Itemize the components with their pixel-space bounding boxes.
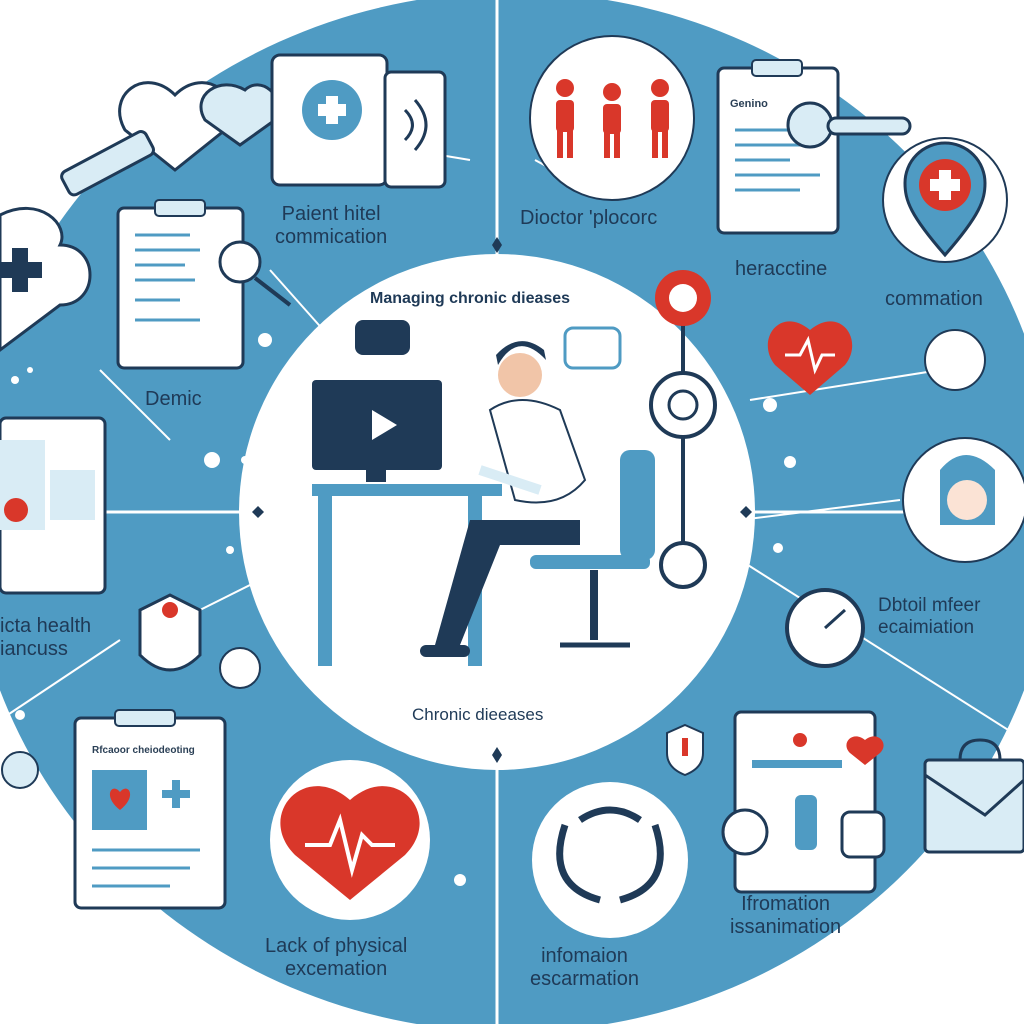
patient-record-icon — [721, 710, 886, 894]
clipboard-icon — [716, 59, 912, 235]
chat-bubble-icon — [355, 320, 622, 370]
label-line: Demic — [145, 388, 202, 410]
label-line: excemation — [285, 958, 388, 980]
people-icon — [529, 35, 695, 201]
label-demic: Demic — [145, 388, 202, 411]
shield-icon — [666, 723, 704, 777]
label-health: icta health iancuss — [0, 615, 91, 661]
label-doctor: Dioctor 'plocorc — [520, 207, 657, 230]
envelope-icon — [923, 738, 1024, 854]
clock-icon — [785, 588, 865, 668]
label-detail: Dbtoil mfeer ecaimiation — [878, 595, 980, 639]
label-line: issanimation — [730, 916, 842, 938]
label-line: commation — [885, 288, 983, 310]
computer-play-icon — [312, 380, 502, 666]
heart-syringe-icon — [60, 81, 280, 197]
globe-icon — [1, 593, 261, 789]
stethoscope-icon — [532, 782, 688, 938]
person-at-desk — [420, 341, 655, 657]
timeline-connector — [649, 270, 717, 589]
clipboard-top-text: Genino — [730, 98, 768, 111]
heart-rate-icon — [767, 321, 986, 395]
label-line: commication — [275, 226, 388, 248]
center-circle — [239, 254, 755, 770]
label-line: Rfcaoor cheiodeoting — [92, 745, 195, 756]
label-line: heracctine — [735, 258, 828, 280]
health-report-clipboard-icon — [73, 709, 227, 910]
label-line: Genino — [730, 98, 768, 110]
label-patient-communication: Paient hitel commication — [275, 203, 387, 249]
label-line: Paient hitel — [281, 203, 381, 225]
label-line: infomaion — [541, 945, 628, 967]
label-heracctine: heracctine — [735, 258, 827, 281]
label-line: Lack of physical — [265, 935, 408, 957]
heartbeat-circle-icon — [270, 760, 430, 920]
label-center-bottom: Chronic dieeases — [412, 705, 543, 725]
label-line: Dbtoil mfeer — [878, 595, 981, 616]
label-line: escarmation — [530, 968, 639, 990]
label-line: Ifromation — [741, 893, 831, 915]
label-line: Dioctor 'plocorc — [520, 207, 658, 229]
label-info-right: Ifromation issanimation — [730, 893, 841, 939]
label-line: icta health — [0, 615, 92, 637]
document-icon — [0, 416, 107, 595]
profile-portrait-icon — [902, 437, 1024, 563]
label-info-bottom: infomaion escarmation — [530, 945, 639, 991]
label-commation: commation — [885, 288, 983, 311]
label-line: ecaimiation — [878, 616, 975, 638]
communication-card-icon — [270, 53, 447, 189]
label-line: Managing chronic dieases — [370, 290, 571, 307]
location-pin-icon — [882, 137, 1008, 263]
label-line: iancuss — [0, 638, 68, 660]
medical-cross-icon — [0, 207, 92, 352]
clipboard-bottom-text: Rfcaoor cheiodeoting — [92, 745, 195, 757]
label-center-title: Managing chronic dieases — [370, 290, 570, 308]
report-clipboard-icon — [116, 199, 292, 370]
label-line: Chronic dieeases — [412, 705, 544, 724]
label-lack-physical: Lack of physical excemation — [265, 935, 407, 981]
